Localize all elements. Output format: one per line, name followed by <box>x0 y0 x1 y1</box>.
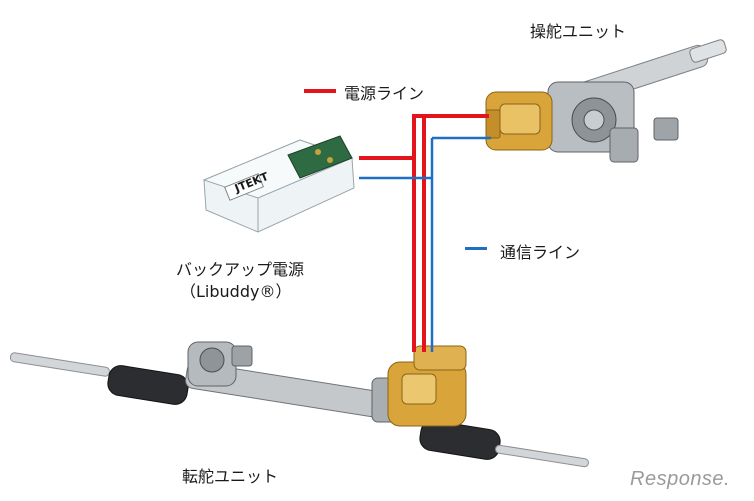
response-logo: Response. <box>630 468 731 490</box>
steering-unit-label: 操舵ユニット <box>530 22 627 41</box>
comm-line-wires <box>359 136 491 352</box>
steering-unit-image <box>485 39 727 163</box>
backup-power-image <box>202 135 355 233</box>
comm-line-label: 通信ライン <box>500 243 581 262</box>
rack-unit-label: 転舵ユニット <box>182 467 279 486</box>
backup-power-sublabel: （Libuddy®） <box>180 282 292 301</box>
power-line-wires <box>359 114 489 352</box>
comm-line-legend-swatch <box>465 247 487 250</box>
power-line-label: 電源ライン <box>344 84 425 103</box>
rack-unit-image <box>9 341 589 468</box>
backup-power-label: バックアップ電源 <box>176 260 305 279</box>
power-line-legend-swatch <box>304 89 336 93</box>
